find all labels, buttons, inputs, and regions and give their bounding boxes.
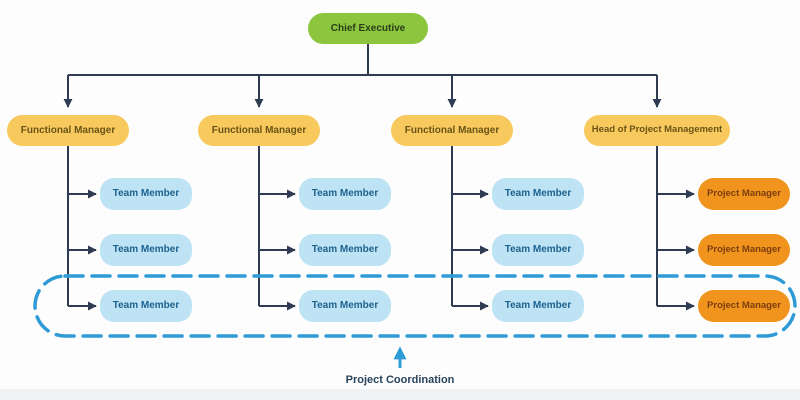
org-node-project-manager: Project Manager (698, 234, 790, 266)
project-coordination-loop (33, 274, 797, 338)
org-node-functional-manager-2: Functional Manager (198, 115, 320, 146)
org-node-head-of-project-management: Head of Project Management (584, 115, 730, 146)
bottom-divider-band (0, 389, 800, 400)
org-node-functional-manager-1: Functional Manager (7, 115, 129, 146)
org-node-chief-executive: Chief Executive (308, 13, 428, 44)
org-node-team-member: Team Member (100, 290, 192, 322)
org-node-team-member: Team Member (100, 178, 192, 210)
org-node-team-member: Team Member (299, 290, 391, 322)
tree-connectors (63, 44, 695, 311)
org-node-team-member: Team Member (492, 234, 584, 266)
org-node-project-manager: Project Manager (698, 178, 790, 210)
org-node-project-manager: Project Manager (698, 290, 790, 322)
org-node-team-member: Team Member (492, 290, 584, 322)
org-node-functional-manager-3: Functional Manager (391, 115, 513, 146)
org-node-team-member: Team Member (299, 234, 391, 266)
org-node-team-member: Team Member (492, 178, 584, 210)
org-node-team-member: Team Member (299, 178, 391, 210)
org-node-team-member: Team Member (100, 234, 192, 266)
project-coordination-label: Project Coordination (345, 374, 455, 386)
